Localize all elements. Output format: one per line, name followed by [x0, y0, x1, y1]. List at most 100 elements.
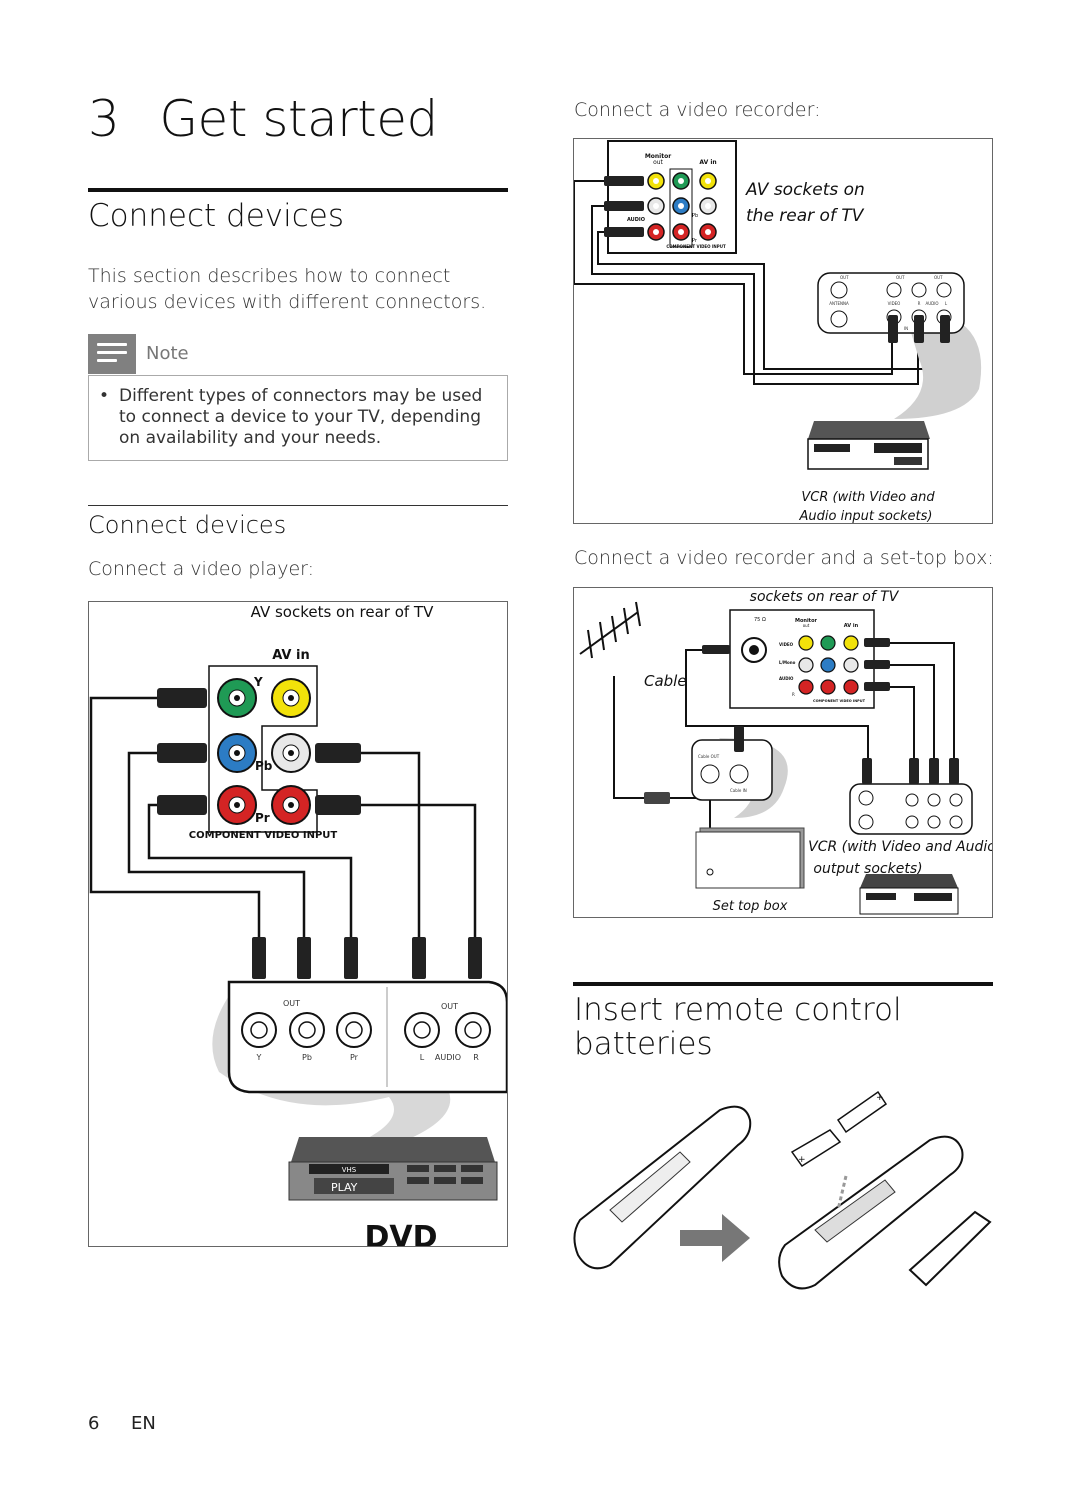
jack-pb	[217, 733, 257, 773]
out-y-label: Y	[256, 1053, 262, 1062]
panel-pb-label: Pb	[692, 213, 698, 219]
play-display: PLAY	[331, 1181, 358, 1194]
label-y-jack: Y	[253, 675, 263, 689]
note-header: Note	[88, 334, 508, 374]
antenna-icon	[579, 601, 644, 799]
av-sockets-label-1: AV sockets on	[745, 180, 865, 200]
panel2-out-label: out	[803, 623, 810, 628]
panel-pr-label: Pr	[692, 238, 698, 244]
out-pr-label: Pr	[350, 1053, 359, 1062]
cable-in-label: Cable IN	[730, 788, 747, 793]
panel2-component-label: COMPONENT VIDEO INPUT	[813, 699, 866, 703]
batteries-title: Insert remote control batteries	[574, 993, 902, 1061]
section-rule	[88, 188, 508, 192]
jack-y	[217, 678, 257, 718]
sockets-rear-label: sockets on rear of TV	[750, 589, 900, 605]
out-label-1: OUT	[283, 999, 300, 1008]
batteries-title-line1: Insert remote control	[574, 992, 902, 1028]
remote-batteries-illustration: + +	[573, 1090, 992, 1290]
vcr2-label-1: VCR (with Video and Audio	[808, 839, 992, 855]
note-icon	[88, 334, 136, 374]
note-label: Note	[146, 343, 189, 364]
av-in-label: AV in	[272, 648, 309, 663]
vcr-audio-l-label: L	[945, 301, 948, 306]
vcr-device	[807, 421, 930, 470]
vcr-audio-label: AUDIO	[925, 301, 938, 306]
jack-audio-red	[271, 785, 311, 825]
out-l-label: L	[420, 1053, 425, 1062]
arrow-right-icon	[680, 1214, 750, 1262]
note-box: • Different types of connectors may be u…	[88, 375, 508, 461]
page-number: 6	[88, 1413, 100, 1434]
vcr-out-1: OUT	[840, 275, 849, 280]
recorder-settop-caption: Connect a video recorder and a set-top b…	[574, 547, 994, 569]
chapter-number: 3	[88, 90, 120, 148]
batteries-rule	[573, 982, 993, 986]
settop-label: Set top box	[713, 899, 788, 914]
component-label: COMPONENT VIDEO INPUT	[189, 830, 338, 841]
language-code: EN	[131, 1413, 156, 1434]
bullet-icon: •	[99, 386, 110, 406]
video-recorder-figure: Monitor out AV in AUDIO Pb Pr COMPONENT …	[573, 138, 993, 524]
cable-label: Cable	[644, 672, 687, 690]
out-pb-label: Pb	[302, 1053, 312, 1062]
battery-icon: + +	[790, 1090, 888, 1168]
video-player-diagram: AV sockets on rear of TV AV in Y	[89, 603, 509, 1255]
vcr-out-2: OUT	[896, 275, 905, 280]
recorder-settop-diagram: sockets on rear of TV Cable 75 Ω Monitor…	[579, 589, 996, 915]
av-sockets-label-2: the rear of TV	[746, 206, 865, 226]
panel-out-label: out	[653, 159, 663, 166]
video-recorder-caption: Connect a video recorder:	[574, 99, 821, 121]
out-r-label: R	[473, 1053, 479, 1062]
out-audio-label: AUDIO	[435, 1053, 461, 1062]
dvd-vhs-device: VHS PLAY	[288, 1137, 498, 1201]
label-pb-jack: Pb	[255, 759, 273, 773]
panel-component-label: COMPONENT VIDEO INPUT	[666, 244, 726, 249]
chapter-heading: 3 Get started	[88, 90, 438, 148]
video-recorder-diagram: Monitor out AV in AUDIO Pb Pr COMPONENT …	[573, 140, 982, 524]
cable-out-label: Cable OUT	[698, 754, 720, 759]
battery-cover	[908, 1210, 992, 1287]
vcr-label-1: VCR (with Video and	[801, 490, 935, 505]
label-pr-jack: Pr	[255, 811, 270, 825]
recorder-settop-figure: sockets on rear of TV Cable 75 Ω Monitor…	[573, 587, 996, 918]
subsection-title: Connect devices	[88, 511, 287, 539]
jack-audio-white	[271, 733, 311, 773]
svg-text:+: +	[876, 1093, 884, 1103]
panel2-monitor-label: Monitor	[795, 618, 818, 624]
panel2-video-label: VIDEO	[779, 642, 794, 647]
settop-box	[695, 827, 805, 889]
video-player-caption: Connect a video player:	[88, 558, 315, 580]
vcr-video-label: VIDEO	[888, 301, 901, 306]
dvd-label: DVD	[364, 1220, 437, 1246]
video-player-figure: AV sockets on rear of TV AV in Y	[88, 601, 509, 1255]
panel-avin-label: AV in	[699, 159, 716, 166]
batteries-title-line2: batteries	[574, 1026, 713, 1062]
vcr-antenna-label: ANTENNA	[829, 301, 849, 306]
panel2-avin-label: AV in	[844, 623, 859, 629]
subsection-rule	[88, 505, 508, 506]
svg-text:+: +	[798, 1155, 806, 1165]
panel-ohm-label: 75 Ω	[754, 617, 766, 623]
remote-closed	[573, 1105, 752, 1270]
vhs-label: VHS	[342, 1166, 357, 1174]
vcr-in-label: IN	[904, 326, 908, 331]
panel2-audio-label: AUDIO	[779, 676, 794, 681]
av-sockets-title: AV sockets on rear of TV	[251, 603, 434, 621]
panel2-r-label: R	[792, 692, 795, 697]
remote-open	[778, 1135, 964, 1290]
panel-monitor-label: Monitor	[645, 153, 671, 160]
vcr-audio-r-label: R	[918, 301, 921, 306]
vcr-out-3: OUT	[934, 275, 943, 280]
chapter-title: Get started	[159, 90, 438, 148]
note-bullet-text: Different types of connectors may be use…	[119, 386, 483, 448]
panel-audio-label: AUDIO	[627, 217, 645, 223]
jack-pr	[217, 785, 257, 825]
section-intro: This section describes how to connect va…	[88, 265, 487, 313]
vcr2-device	[859, 874, 959, 915]
out-label-2: OUT	[441, 1002, 458, 1011]
section-title: Connect devices	[88, 198, 345, 234]
jack-video-yellow	[271, 678, 311, 718]
vcr2-label-2: output sockets)	[813, 861, 922, 877]
panel2-lmono-label: L/Mono	[779, 660, 796, 665]
